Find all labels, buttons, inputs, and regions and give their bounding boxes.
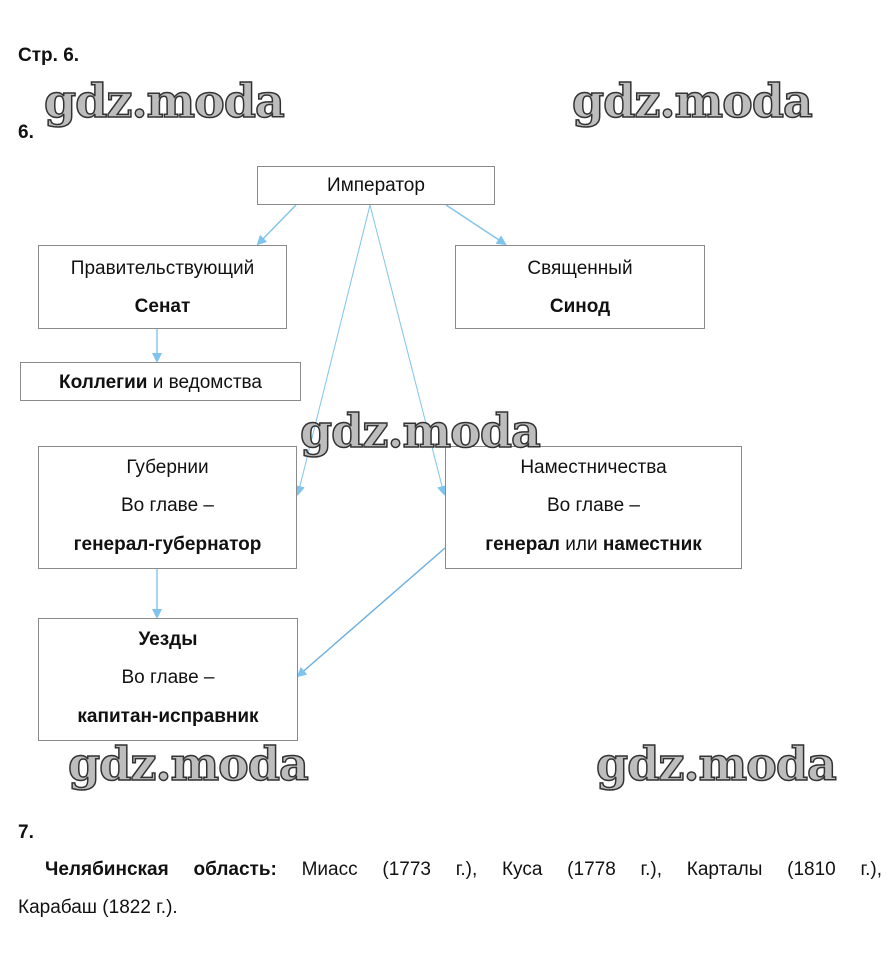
arrow-emperor-senate bbox=[256, 204, 297, 246]
task-7-cities1: Миасс (1773 г.), Куса (1778 г.), Карталы… bbox=[276, 859, 882, 880]
task-6-number: 6. bbox=[18, 122, 34, 143]
watermark: gdz.moda bbox=[595, 737, 837, 791]
synod-line1: Священный bbox=[527, 258, 633, 279]
governorships-bold2: наместник bbox=[602, 534, 702, 555]
provinces-line3: генерал-губернатор bbox=[73, 534, 262, 555]
page-label: Стр. 6. bbox=[18, 45, 80, 66]
watermark: gdz.moda bbox=[571, 74, 813, 128]
arrow-emperor-synod bbox=[445, 204, 507, 246]
colleges-rest: и ведомства bbox=[147, 372, 263, 393]
senate-line1: Правительствующий bbox=[70, 258, 255, 279]
box-governorships: Наместничества Во главе – генерал или на… bbox=[445, 446, 742, 569]
box-provinces: Губернии Во главе – генерал-губернатор bbox=[38, 446, 297, 569]
districts-line3: капитан-исправник bbox=[77, 706, 259, 727]
task-7-line1: Челябинская область: Миасс (1773 г.), Ку… bbox=[18, 851, 882, 889]
task-7-line2: Карабаш (1822 г.). bbox=[18, 897, 178, 918]
districts-line1: Уезды bbox=[138, 629, 198, 650]
governorships-line2: Во главе – bbox=[547, 495, 640, 516]
senate-line2: Сенат bbox=[134, 296, 191, 317]
governorships-line3: генерал или наместник bbox=[446, 534, 741, 556]
governorships-mid: или bbox=[559, 534, 603, 555]
governorships-line1: Наместничества bbox=[520, 457, 667, 478]
colleges-label: Коллегии и ведомства bbox=[21, 372, 300, 394]
arrow-governorships-districts bbox=[296, 547, 446, 678]
emperor-label: Император bbox=[327, 175, 425, 196]
task-7-text: Челябинская область: Миасс (1773 г.), Ку… bbox=[18, 851, 882, 927]
box-districts: Уезды Во главе – капитан-исправник bbox=[38, 618, 298, 741]
watermark: gdz.moda bbox=[67, 737, 309, 791]
box-synod: Священный Синод bbox=[455, 245, 705, 329]
task-7-label: Челябинская область: bbox=[45, 859, 277, 880]
provinces-line2: Во главе – bbox=[121, 495, 214, 516]
arrow-emperor-governorships bbox=[369, 204, 447, 496]
watermark: gdz.moda bbox=[43, 74, 285, 128]
arrow-emperor-provinces bbox=[295, 204, 371, 496]
box-senate: Правительствующий Сенат bbox=[38, 245, 287, 329]
governorships-bold1: генерал bbox=[485, 534, 560, 555]
districts-line2: Во главе – bbox=[121, 667, 215, 688]
task-7-number: 7. bbox=[18, 822, 34, 843]
box-colleges: Коллегии и ведомства bbox=[20, 362, 301, 401]
box-emperor: Император bbox=[257, 166, 495, 205]
colleges-bold: Коллегии bbox=[58, 372, 148, 393]
provinces-line1: Губернии bbox=[126, 457, 209, 478]
synod-line2: Синод bbox=[549, 296, 611, 317]
